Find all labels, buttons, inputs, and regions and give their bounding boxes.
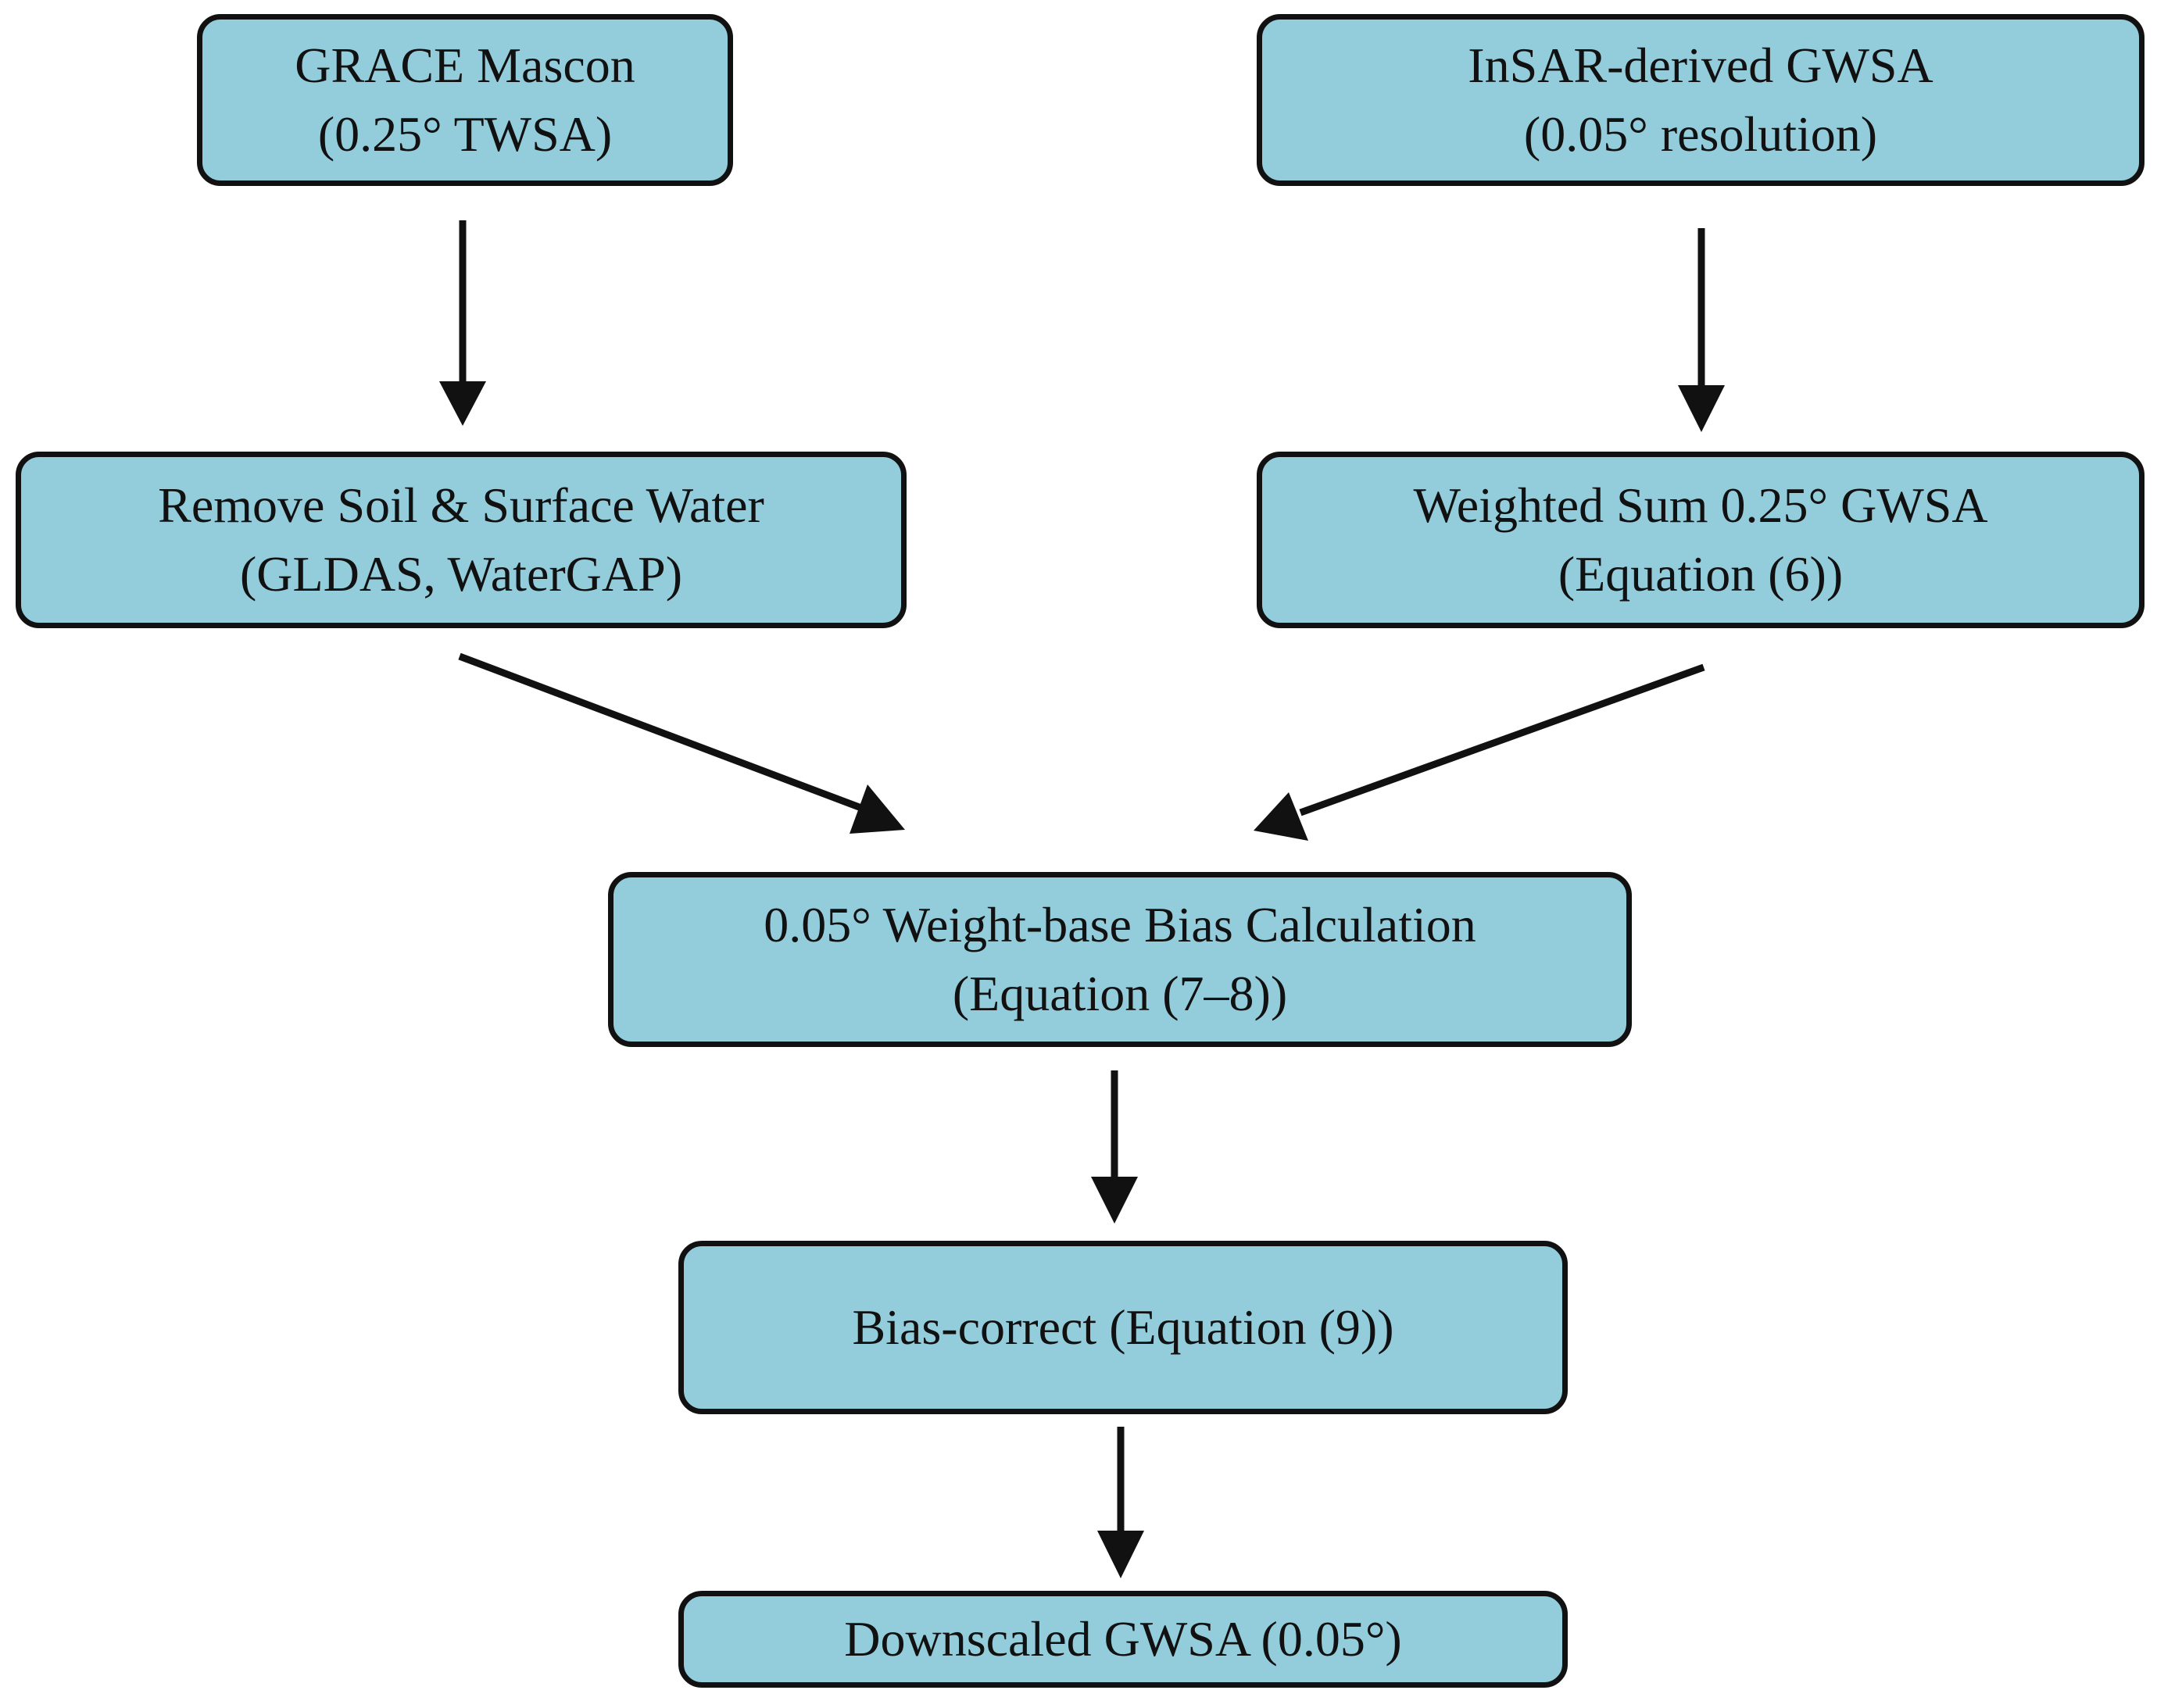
node-bias-calculation-line-2: (Equation (7–8)) xyxy=(952,966,1288,1021)
node-insar-gwsa-line-2: (0.05° resolution) xyxy=(1523,106,1878,162)
arrow-bias-correct-to-downscaled xyxy=(1097,1427,1144,1578)
node-remove-soil: Remove Soil & Surface Water (GLDAS, Wate… xyxy=(16,452,907,628)
node-bias-calculation: 0.05° Weight-base Bias Calculation (Equa… xyxy=(608,872,1632,1047)
arrow-remove-soil-to-bias-calculation xyxy=(458,652,905,834)
arrow-grace-to-remove-soil xyxy=(439,220,486,426)
node-downscaled-gwsa-line-1: Downscaled GWSA (0.05°) xyxy=(844,1611,1402,1667)
node-bias-calculation-line-1: 0.05° Weight-base Bias Calculation xyxy=(764,897,1476,952)
node-insar-gwsa: InSAR-derived GWSA (0.05° resolution) xyxy=(1257,14,2144,186)
node-remove-soil-line-1: Remove Soil & Surface Water xyxy=(158,477,764,533)
node-remove-soil-line-2: (GLDAS, WaterGAP) xyxy=(239,546,683,602)
node-grace-mascon-line-2: (0.25° TWSA) xyxy=(317,106,613,162)
node-grace-mascon-line-1: GRACE Mascon xyxy=(295,38,635,93)
node-downscaled-gwsa: Downscaled GWSA (0.05°) xyxy=(678,1591,1568,1688)
arrow-insar-to-weighted-sum xyxy=(1678,228,1725,432)
node-weighted-sum: Weighted Sum 0.25° GWSA (Equation (6)) xyxy=(1257,452,2144,628)
node-bias-correct: Bias-correct (Equation (9)) xyxy=(678,1241,1568,1414)
node-bias-correct-line-1: Bias-correct (Equation (9)) xyxy=(852,1299,1394,1355)
node-weighted-sum-line-2: (Equation (6)) xyxy=(1558,546,1844,602)
node-insar-gwsa-line-1: InSAR-derived GWSA xyxy=(1468,38,1933,93)
arrow-weighted-sum-to-bias-calculation xyxy=(1254,663,1705,841)
node-grace-mascon: GRACE Mascon (0.25° TWSA) xyxy=(197,14,733,186)
node-weighted-sum-line-1: Weighted Sum 0.25° GWSA xyxy=(1413,477,1988,533)
arrow-bias-calculation-to-bias-correct xyxy=(1091,1070,1138,1224)
